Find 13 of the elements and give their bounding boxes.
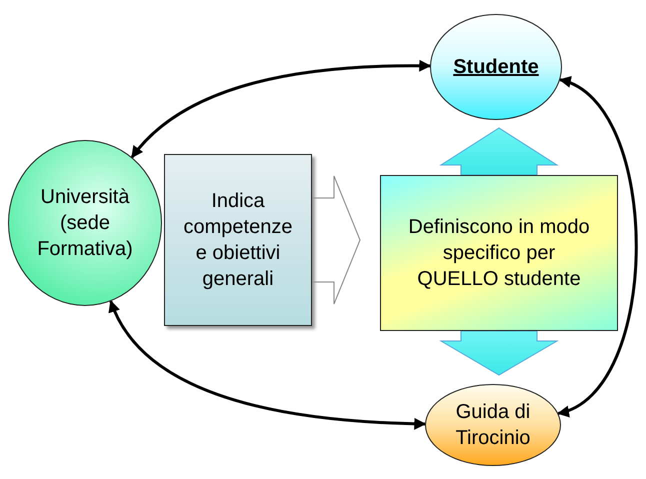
curved-arrow [130, 60, 432, 158]
block-arrow [312, 176, 361, 304]
node-label: Definiscono in modo specifico per QUELLO studente [407, 215, 591, 292]
process-box [164, 154, 312, 326]
node-label: Guida di Tirocinio [454, 400, 532, 451]
block-arrow [439, 330, 559, 376]
curved-arrow [109, 300, 426, 430]
node-label: Studente [453, 55, 539, 80]
block-arrow [439, 127, 559, 176]
node-label: Indica competenze e obiettivi generali [182, 189, 294, 292]
curved-arrow [557, 78, 638, 415]
process-box [380, 175, 618, 331]
node-label: Università (sede Formativa) [36, 185, 134, 262]
